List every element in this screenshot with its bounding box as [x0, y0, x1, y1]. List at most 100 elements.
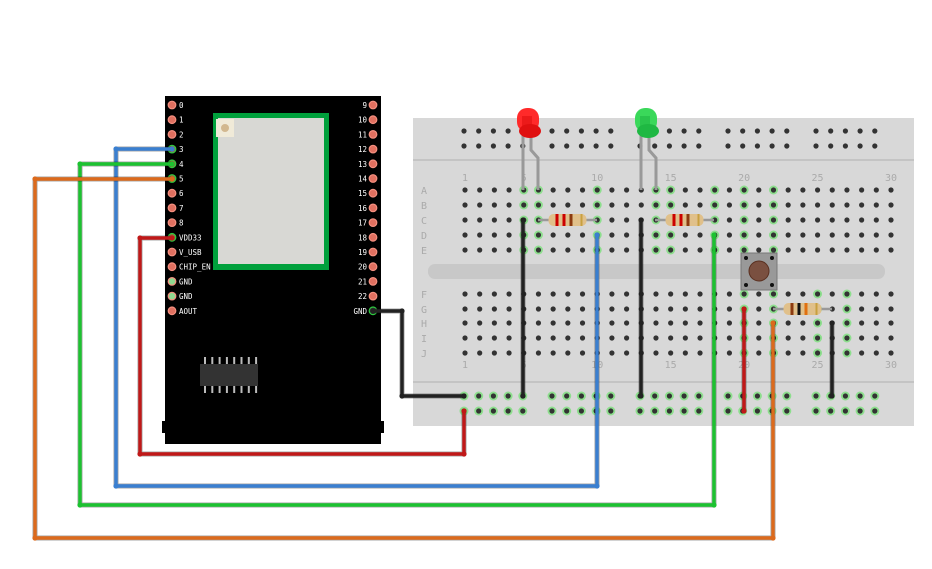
hole [477, 217, 483, 223]
hole [813, 393, 819, 399]
pushbutton-cap [748, 260, 770, 282]
hole [535, 247, 542, 253]
hole [609, 187, 615, 193]
hole [491, 306, 497, 312]
green-wire-joint [169, 161, 175, 167]
hole [712, 217, 718, 223]
hole [697, 187, 703, 193]
ic-pin [218, 386, 221, 393]
black-gnd-wire-joint [461, 393, 467, 399]
hole [535, 320, 542, 326]
hole [579, 320, 586, 326]
column-label: 20 [738, 173, 750, 184]
components [517, 108, 832, 315]
hole [550, 202, 556, 208]
hole [784, 143, 790, 149]
hole [888, 320, 894, 326]
hole [726, 320, 733, 326]
hole [785, 202, 791, 208]
hole [506, 320, 512, 326]
pin-label: 3 [179, 145, 184, 154]
red-jumper-wire-joint [741, 408, 747, 414]
hole [888, 232, 894, 238]
hole [549, 128, 555, 134]
hole [785, 291, 791, 297]
hole [800, 247, 806, 253]
hole [726, 291, 733, 297]
pin-label: VDD33 [179, 233, 202, 242]
green-wire-joint [711, 232, 717, 238]
row-label: H [421, 319, 427, 330]
hole [578, 128, 585, 134]
hole [814, 350, 821, 356]
hole [623, 202, 630, 208]
hole [653, 335, 659, 341]
pin-20 [368, 262, 378, 272]
hole [814, 232, 821, 238]
ic-pin [240, 386, 243, 393]
hole [623, 291, 630, 297]
resistor-band [790, 303, 794, 315]
hole [842, 143, 849, 149]
hole [725, 408, 731, 414]
hole [668, 291, 674, 297]
hole [623, 350, 630, 356]
ic-pin [247, 357, 250, 364]
hole [756, 320, 762, 326]
hole [668, 320, 674, 326]
hole [535, 202, 542, 208]
hole [666, 128, 673, 134]
green-wire-joint [77, 502, 83, 508]
pushbutton-pin [744, 283, 748, 287]
hole [756, 217, 762, 223]
hole [623, 320, 630, 326]
pin-0 [167, 100, 177, 110]
hole [462, 291, 468, 297]
pin-gnd [167, 291, 177, 301]
hole [800, 291, 806, 297]
hole [564, 393, 570, 399]
pin-label: 4 [179, 160, 184, 169]
hole [549, 393, 555, 399]
orange-wire-joint [770, 320, 776, 326]
hole [506, 247, 512, 253]
hole [844, 335, 850, 341]
resistor-band [679, 214, 683, 226]
pushbutton-pin [770, 256, 774, 260]
hole [829, 247, 835, 253]
hole [623, 306, 630, 312]
hole [800, 335, 806, 341]
pin-label: AOUT [179, 307, 198, 316]
pin-label: 5 [179, 175, 184, 184]
hole [506, 350, 512, 356]
hole [857, 393, 863, 399]
hole [491, 187, 497, 193]
hole [623, 335, 630, 341]
hole [653, 306, 659, 312]
hole [491, 202, 497, 208]
column-label: 30 [885, 173, 897, 184]
hole [578, 408, 585, 414]
resistor-band [562, 214, 566, 226]
esp32-board: 012345678VDD33V_USBCHIP_ENGNDGNDAOUT9101… [162, 96, 384, 444]
hole [873, 217, 879, 223]
hole [550, 320, 556, 326]
hole [859, 202, 865, 208]
column-label: 25 [812, 173, 824, 184]
hole [682, 306, 688, 312]
hole [859, 187, 865, 193]
hole [754, 128, 761, 134]
hole [829, 187, 835, 193]
black-wire-joint [829, 393, 835, 399]
hole [726, 187, 733, 193]
hole [785, 247, 791, 253]
hole [668, 187, 674, 193]
hole [668, 350, 674, 356]
hole [697, 335, 703, 341]
ic-pin [218, 357, 221, 364]
hole [842, 128, 849, 134]
ic-pin [233, 386, 236, 393]
hole [506, 217, 512, 223]
pin-v_usb [167, 247, 177, 257]
